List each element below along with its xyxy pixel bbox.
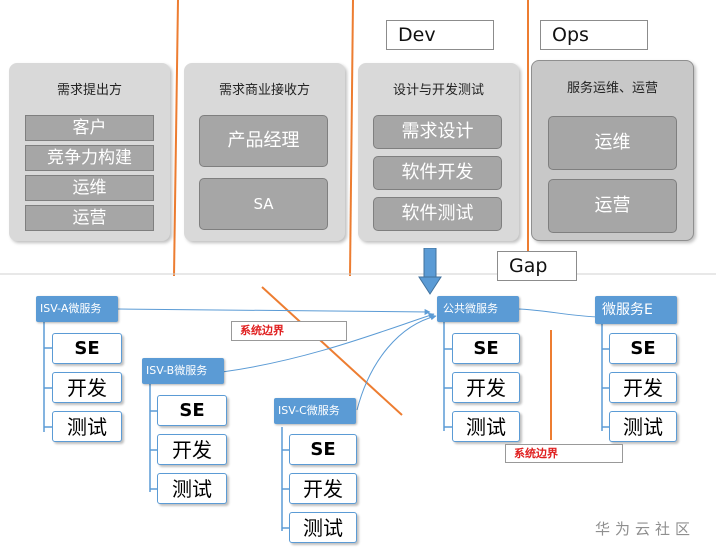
panel-item-ops: 运维 [25,175,154,201]
connector-b-to-public [221,312,435,373]
connector-public-to-e [517,308,599,318]
isv-a-dev: 开发 [52,372,122,403]
service-isv-a: ISV-A微服务 [36,296,118,322]
bracket-isv-a [43,322,52,432]
service-isv-b: ISV-B微服务 [142,358,224,384]
panel-item-ops: 运维 [548,116,677,170]
bracket-service-e [601,322,609,431]
panel-title: 设计与开发测试 [392,83,484,98]
panel-item-sa: SA [199,178,328,230]
panel-item-customer: 客户 [25,115,154,141]
panel-service-ops: 服务运维、运营 运维 运营 [531,60,694,241]
bracket-public [443,322,452,431]
service-e: 微服务E [595,296,677,324]
panel-business-receiver: 需求商业接收方 产品经理 SA [184,63,345,241]
panel-item-competitiveness: 竞争力构建 [25,145,154,171]
connector-c-to-public [356,314,437,411]
panel-title: 服务运维、运营 [566,81,658,96]
isv-c-dev: 开发 [289,473,357,504]
panel-item-req-design: 需求设计 [373,115,502,149]
panel-item-sw-dev: 软件开发 [373,156,502,190]
watermark: 华为云社区 [595,520,696,538]
public-se: SE [452,333,520,364]
system-boundary-label: 系统边界 [505,444,623,463]
bracket-isv-b [149,384,157,492]
bracket-isv-c [281,427,289,531]
panel-title: 需求提出方 [56,83,122,98]
panel-design-dev-test: 设计与开发测试 需求设计 软件开发 软件测试 [358,63,519,241]
divider-line-2 [349,0,354,277]
system-boundary-line [261,286,403,416]
ops-label: Ops [540,20,648,50]
dev-label: Dev [386,20,494,50]
divider-line-1 [173,0,179,277]
isv-b-dev: 开发 [157,434,227,465]
public-dev: 开发 [452,372,520,403]
public-test: 测试 [452,411,520,442]
isv-b-test: 测试 [157,473,227,504]
panel-item-sw-test: 软件测试 [373,197,502,231]
isv-c-test: 测试 [289,512,357,543]
isv-b-se: SE [157,395,227,426]
panel-item-operations: 运营 [25,205,154,231]
panel-demand-proposer: 需求提出方 客户 竞争力构建 运维 运营 [9,63,170,241]
service-e-test: 测试 [609,411,677,442]
isv-a-se: SE [52,333,122,364]
panel-item-product-manager: 产品经理 [199,115,328,167]
service-public: 公共微服务 [437,296,519,322]
panel-title: 需求商业接收方 [218,83,310,98]
panel-item-operations: 运营 [548,179,677,233]
service-e-dev: 开发 [609,372,677,403]
isv-c-se: SE [289,434,357,465]
service-e-se: SE [609,333,677,364]
gap-label: Gap [497,251,577,281]
isv-a-test: 测试 [52,411,122,442]
connector-a-to-public [117,308,431,315]
service-isv-c: ISV-C微服务 [274,398,356,424]
system-boundary-label: 系统边界 [231,321,347,341]
down-arrow-icon [418,248,442,295]
